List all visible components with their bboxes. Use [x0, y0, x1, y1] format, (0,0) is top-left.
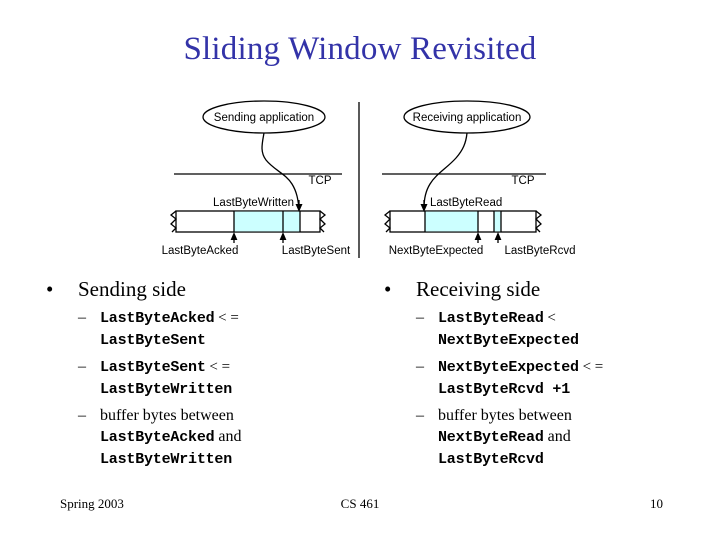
next-byte-expected-label: NextByteExpected: [389, 245, 484, 257]
last-byte-read-label: LastByteRead: [430, 197, 502, 209]
footer-course: CS 461: [340, 496, 380, 511]
sending-rule-1-op: < =: [218, 310, 239, 326]
sending-buffer-left-tear: [169, 210, 177, 233]
bullet-dash-icon: –: [78, 358, 86, 375]
bullet-dash-icon: –: [416, 407, 424, 424]
receiving-rule-2-lhs: NextByteExpected: [438, 359, 579, 376]
receiving-side-sublist: – LastByteRead < NextByteExpected – Next…: [372, 307, 712, 470]
receiving-rule-1: – LastByteRead < NextByteExpected: [372, 307, 712, 351]
sending-side-sublist: – LastByteAcked < = LastByteSent – LastB…: [34, 307, 364, 470]
sending-buffer-fill-b: [283, 211, 300, 232]
receiving-side-column: • Receiving side – LastByteRead < NextBy…: [372, 276, 712, 470]
sending-buffer-note-conj: and: [218, 428, 242, 445]
sending-acked-arrowhead: [230, 232, 238, 240]
receiving-application-label: Receiving application: [413, 112, 522, 124]
receiving-side-heading-text: Receiving side: [416, 277, 541, 301]
last-byte-sent-label: LastByteSent: [282, 245, 351, 257]
sending-rule-2-op: < =: [209, 359, 231, 375]
bullet-dash-icon: –: [416, 309, 424, 326]
footer-term: Spring 2003: [60, 496, 124, 511]
sending-flow-curve: [261, 132, 300, 209]
sending-tcp-label: TCP: [309, 175, 332, 187]
slide-footer: Spring 2003 CS 461 10: [0, 494, 720, 514]
sending-rule-1-lhs: LastByteAcked: [100, 310, 215, 327]
last-byte-rcvd-label: LastByteRcvd: [505, 245, 576, 257]
sending-buffer-note-lead: buffer bytes between: [100, 407, 234, 424]
bullet-dash-icon: –: [78, 309, 86, 326]
sending-buffer-note: – buffer bytes between LastByteAcked and…: [34, 405, 364, 470]
sending-side-heading: • Sending side: [34, 276, 364, 302]
sending-rule-1: – LastByteAcked < = LastByteSent: [34, 307, 364, 351]
sending-rule-2-rhs: LastByteWritten: [100, 381, 233, 398]
receiving-buffer-note-a: NextByteRead: [438, 429, 544, 446]
receiving-tcp-label: TCP: [512, 175, 535, 187]
sending-buffer-note-b: LastByteWritten: [100, 451, 233, 468]
bullet-dash-icon: –: [78, 407, 86, 424]
receiving-buffer-fill-b: [494, 211, 501, 232]
receiving-buffer-note-lead: buffer bytes between: [438, 407, 572, 424]
receiving-buffer-note-conj: and: [547, 428, 571, 445]
sending-rule-2-lhs: LastByteSent: [100, 359, 206, 376]
sending-buffer-note-a: LastByteAcked: [100, 429, 215, 446]
receiving-rule-1-lhs: LastByteRead: [438, 310, 544, 327]
last-byte-acked-label: LastByteAcked: [162, 245, 239, 257]
footer-page-number: 10: [650, 496, 663, 511]
sending-rule-1-rhs: LastByteSent: [100, 332, 206, 349]
sliding-window-diagram: Sending application Receiving applicatio…: [0, 96, 720, 266]
bullet-dot-icon: •: [46, 277, 54, 301]
receiving-rule-1-rhs: NextByteExpected: [438, 332, 579, 349]
sending-application-label: Sending application: [214, 112, 314, 124]
receiving-expected-arrowhead: [474, 232, 482, 240]
sending-buffer-fill-a: [234, 211, 283, 232]
receiving-rule-2-op: < =: [582, 359, 604, 375]
last-byte-written-label: LastByteWritten: [213, 197, 294, 209]
bullet-dot-icon: •: [384, 277, 392, 301]
receiving-rule-1-op: <: [547, 310, 556, 326]
bullet-dash-icon: –: [416, 358, 424, 375]
receiving-rule-2: – NextByteExpected < = LastByteRcvd +1: [372, 356, 712, 400]
sending-rule-2: – LastByteSent < = LastByteWritten: [34, 356, 364, 400]
receiving-buffer-left-tear: [383, 210, 391, 233]
receiving-flow-curve: [423, 132, 468, 209]
sending-buffer-right-tear: [319, 210, 327, 233]
page-title: Sliding Window Revisited: [183, 31, 537, 67]
receiving-buffer-note-b: LastByteRcvd: [438, 451, 544, 468]
receiving-rule-2-rhs: LastByteRcvd +1: [438, 381, 571, 398]
sending-side-column: • Sending side – LastByteAcked < = LastB…: [34, 276, 364, 470]
receiving-buffer-right-tear: [535, 210, 543, 233]
receiving-side-heading: • Receiving side: [372, 276, 712, 302]
sending-sent-arrowhead: [279, 232, 287, 240]
receiving-buffer-fill-a: [425, 211, 478, 232]
sending-written-arrowhead: [295, 204, 303, 212]
receiving-buffer-note: – buffer bytes between NextByteRead and …: [372, 405, 712, 470]
sending-side-heading-text: Sending side: [78, 277, 186, 301]
receiving-rcvd-arrowhead: [494, 232, 502, 240]
receiving-read-arrowhead: [420, 204, 428, 212]
